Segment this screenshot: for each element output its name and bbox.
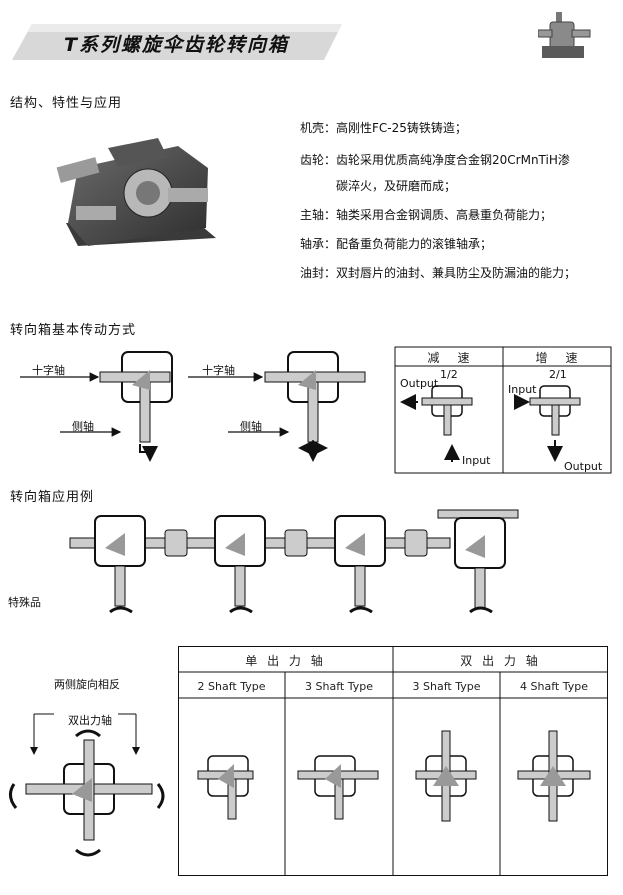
spec-text: 配备重负荷能力的滚锥轴承； [336, 237, 493, 251]
shaft-type-4: 4 Shaft Type [520, 680, 588, 693]
label-input-increase: Input [508, 383, 537, 396]
spec-label: 机壳： [300, 121, 337, 135]
spec-text: 齿轮采用优质高纯净度合金钢20CrMnTiH渗 [336, 153, 570, 167]
label-output-increase: Output [564, 460, 603, 473]
label-opposite-rotation: 两侧旋向相反 [54, 678, 120, 691]
section-title-transmission: 转向箱基本传动方式 [10, 323, 137, 338]
spec-text: 轴类采用合金钢调质、高悬重负荷能力； [336, 208, 553, 222]
label-special: 特殊品 [8, 596, 41, 609]
shaft-type-3-single: 3 Shaft Type [305, 680, 373, 693]
spec-label: 轴承： [300, 237, 337, 251]
shaft-type-3-double: 3 Shaft Type [412, 680, 481, 693]
spec-line-housing: 机壳：高刚性FC-25铸铁铸造； [300, 119, 467, 136]
chain-box-2 [214, 515, 266, 607]
spec-text: 双封唇片的油封、兼具防尘及防漏油的能力； [336, 266, 577, 280]
ratio-reduce-value: 1/2 [440, 368, 458, 381]
transmission-diagram [20, 351, 366, 462]
chain-box-1 [94, 515, 146, 607]
page-title: T系列螺旋伞齿轮转向箱 [64, 34, 289, 56]
label-output-reduce: Output [400, 377, 439, 390]
application-chain-diagram [69, 509, 519, 614]
spec-line-seal: 油封：双封唇片的油封、兼具防尘及防漏油的能力； [300, 264, 576, 281]
chain-box-4 [437, 509, 519, 609]
ratio-table [394, 346, 612, 474]
shaft-header-single: 单 出 力 轴 [245, 654, 326, 668]
spec-line-gear: 齿轮：齿轮采用优质高纯净度合金钢20CrMnTiH渗 [300, 151, 570, 168]
spec-label: 齿轮： [300, 153, 337, 167]
spec-text: 碳淬火，及研磨而成； [336, 179, 457, 193]
label-input-reduce: Input [462, 454, 491, 467]
section-title-structure: 结构、特性与应用 [10, 96, 123, 111]
label-double-output: 双出力轴 [68, 714, 112, 727]
double-output-diagram [9, 713, 165, 857]
banner-shape [12, 24, 342, 60]
spec-line-shaft: 主轴：轴类采用合金钢调质、高悬重负荷能力； [300, 206, 552, 223]
ratio-header-reduce: 减 速 [427, 351, 473, 365]
title-banner: T系列螺旋伞齿轮转向箱 [12, 20, 342, 64]
shaft-header-double: 双 出 力 轴 [460, 654, 541, 668]
gearbox-cutaway-image [56, 138, 216, 246]
chain-box-3 [334, 515, 386, 607]
spec-label: 油封： [300, 266, 337, 280]
spec-text: 高刚性FC-25铸铁铸造； [336, 121, 467, 135]
shaft-type-table [178, 646, 608, 876]
ratio-increase-value: 2/1 [549, 368, 567, 381]
label-cross-shaft-2: 十字轴 [202, 364, 235, 377]
spec-line-gear-cont: 碳淬火，及研磨而成； [336, 177, 456, 194]
section-title-application: 转向箱应用例 [10, 490, 95, 505]
ratio-header-increase: 增 速 [535, 351, 581, 365]
shaft-type-2: 2 Shaft Type [197, 680, 266, 693]
spec-label: 主轴： [300, 208, 337, 222]
label-side-shaft-1: 侧轴 [72, 420, 94, 433]
gearbox-thumbnail-icon [538, 12, 591, 58]
label-cross-shaft-1: 十字轴 [32, 364, 65, 377]
spec-line-bearing: 轴承：配备重负荷能力的滚锥轴承； [300, 235, 492, 252]
label-side-shaft-2: 侧轴 [240, 420, 262, 433]
